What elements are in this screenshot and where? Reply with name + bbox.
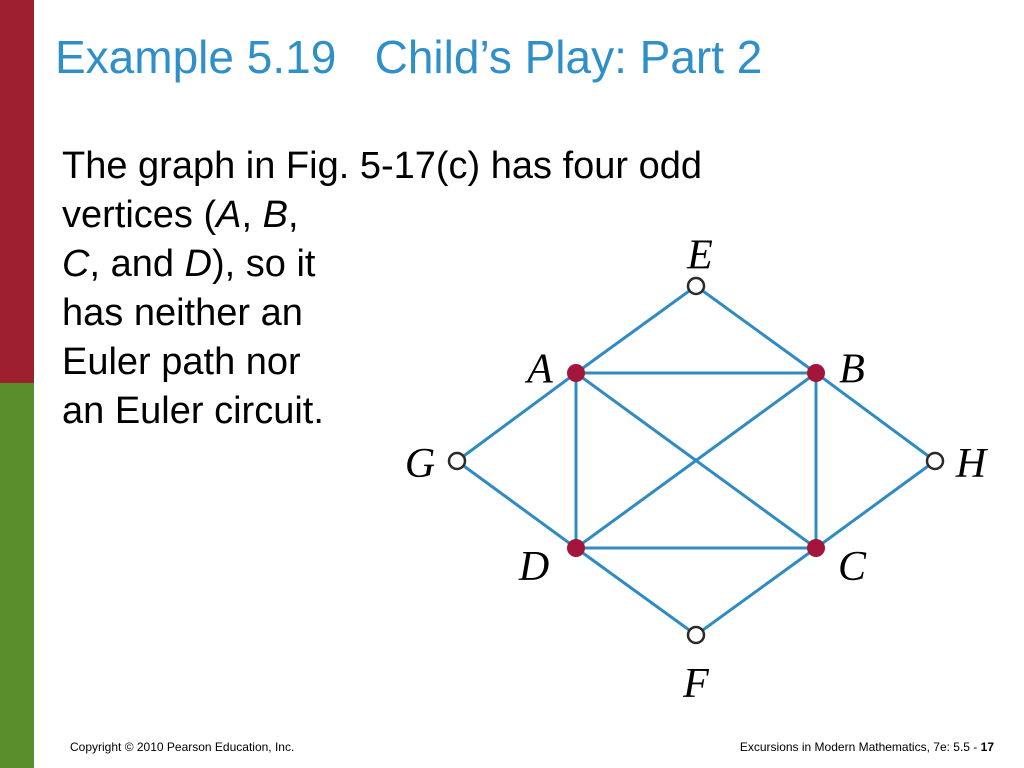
graph-vertices [447,276,945,645]
title-name: Child’s Play: Part 2 [374,31,763,83]
body-line-2: vertices (A, B, [62,191,702,240]
edge-b-h [815,371,936,463]
vertex-label-g: G [405,441,435,487]
vertex-label-e: E [686,233,713,279]
body-line-1: The graph in Fig. 5-17(c) has four odd [62,145,703,187]
footer-course: Excursions in Modern Mathematics, 7e: 5.… [740,740,994,754]
edge-a-g [456,371,577,463]
vertex-ref-d: D [184,243,212,285]
page-number: 17 [980,740,994,754]
accent-bar-bottom [0,383,34,768]
body-text-fragment: ), so it [211,243,316,285]
body-text-fragment: , [287,194,299,236]
body-text-fragment: , [241,194,263,236]
vertex-label-f: F [682,661,709,705]
slide-body: The graph in Fig. 5-17(c) has four odd v… [62,142,702,436]
edge-e-b [695,284,817,375]
edge-h-c [815,459,936,550]
body-line-6: an Euler circuit. [62,390,324,432]
vertex-ref-b: B [262,194,288,236]
vertex-f-even [686,625,706,645]
vertex-ref-c: C [62,243,90,285]
slide-title: Example 5.19 Child’s Play: Part 2 [55,34,762,80]
footer-copyright: Copyright © 2010 Pearson Education, Inc. [70,740,295,754]
vertex-g-even [447,451,467,471]
title-example: Example 5.19 [55,31,337,83]
vertex-e-even [686,276,706,296]
vertex-label-c: C [838,544,867,590]
accent-bar-top [0,0,34,383]
graph-edges [456,284,936,637]
vertex-label-b: B [839,347,865,393]
vertex-ref-a: A [216,194,242,236]
body-text-fragment: vertices ( [62,194,217,236]
vertex-b-odd [807,364,825,382]
edge-e-a [575,284,697,375]
vertex-a-odd [567,364,585,382]
vertex-label-h: H [955,441,989,487]
euler-graph-diagram: E A B G H D C F [405,233,989,705]
edge-g-d [456,459,577,550]
graph-vertex-labels: E A B G H D C F [405,233,989,705]
body-line-5: Euler path nor [62,341,301,383]
vertex-d-odd [567,539,585,557]
vertex-label-d: D [518,544,549,590]
body-text-fragment: , and [89,243,185,285]
vertex-h-even [925,451,945,471]
edge-c-f [695,546,817,637]
edge-d-f [575,546,697,637]
footer-course-title: Excursions in Modern Mathematics, 7e: 5.… [739,740,981,754]
vertex-c-odd [807,539,825,557]
vertex-label-a: A [524,347,553,393]
edge-b-d [575,371,817,550]
body-line-4: has neither an [62,292,303,334]
body-line-3: C, and D), so it [62,240,702,289]
